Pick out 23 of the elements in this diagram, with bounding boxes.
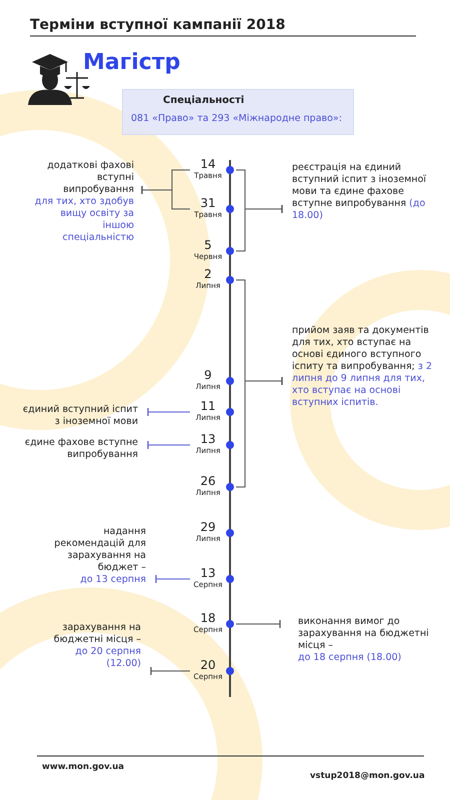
event-text: єдиний вступний іспит з іноземної мови xyxy=(20,404,148,428)
degree-heading: Магістр xyxy=(83,50,180,75)
event-text: виконання вимог до зарахування на бюджетні місця – до 18 серпня (18.00) xyxy=(280,616,440,664)
page-title: Терміни вступної кампанії 2018 xyxy=(30,17,286,33)
event-text: прийом заяв та документів для тих, хто вступає на основі єдиного вступного іспиту та випробування; з 2 липня до 9 липня для тих, хто вступає на основі вступних іспитів. xyxy=(282,325,444,409)
leader-line xyxy=(141,185,190,210)
leader-line xyxy=(147,440,190,450)
event-text: зарахування на бюджетні місця – до 20 серпня (12.00) xyxy=(40,622,151,670)
leader-line xyxy=(236,619,281,629)
event-text: реєстрація на єдиний вступний іспит з іноземної мови та єдине фахове вступне випробування (до 18.00) xyxy=(282,162,442,222)
event-text: додаткові фахові вступні випробування для тих, хто здобув вищу освіту за іншою спеціальністю xyxy=(30,160,142,244)
leader-line xyxy=(150,666,190,676)
event-text: надання рекомендацій для зарахування на бюджет – до 13 серпня xyxy=(40,526,156,586)
website-text: www.mon.gov.ua xyxy=(42,762,124,772)
event-text: єдине фахове вступне випробування xyxy=(8,437,148,461)
specialty-text: 081 «Право» та 293 «Міжнародне право»: xyxy=(131,113,343,124)
leader-line xyxy=(236,376,283,488)
email-text: vstup2018@mon.gov.ua xyxy=(310,771,425,781)
panel-heading: Спеціальності xyxy=(163,95,244,106)
leader-line xyxy=(147,407,190,417)
specialty-panel xyxy=(122,89,354,135)
leader-line xyxy=(236,204,283,252)
leader-line xyxy=(155,574,190,584)
